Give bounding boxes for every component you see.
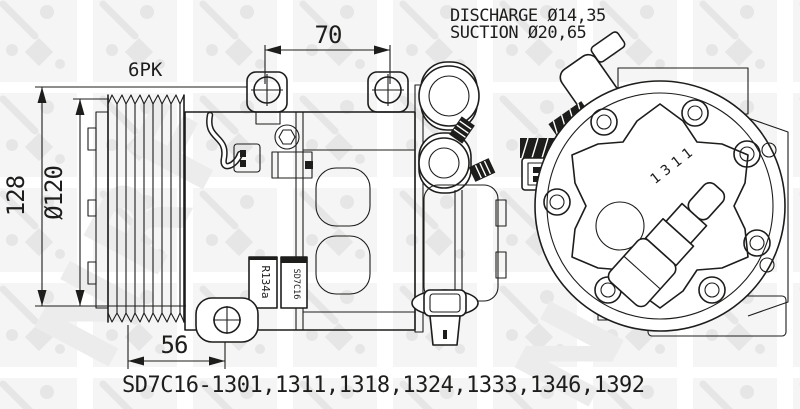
side-view: R134a SD7C16 [87,61,507,346]
bolt [543,188,571,216]
refrigerant-label-text: R134a [259,265,272,298]
clutch-wire [206,111,261,173]
mounting-ear-right [367,71,409,113]
dimension-pulley-diameter: Ø120 [40,98,109,306]
dimension-128: 128 [2,86,247,307]
dim-56-value: 56 [161,331,188,359]
oil-fitting [607,182,726,308]
port-plate [414,84,424,333]
bolt [733,140,761,168]
dim-70-value: 70 [315,21,342,49]
threaded-stud-top [449,116,475,144]
model-label: SD7C16 [280,256,308,309]
refrigerant-label: R134a [248,256,278,309]
threaded-stud-side [468,158,496,182]
dimension-70: 70 [264,21,391,84]
mounting-ear-bottom [195,297,259,343]
bolt [743,229,771,257]
belt-type-label: 6PK [128,59,163,81]
bolt-ring [543,99,771,304]
bolt [681,99,709,127]
bottom-connector [411,289,479,346]
rear-housing [534,80,786,332]
dim-diameter-value: Ø120 [40,166,68,220]
suction-spec: SUCTION Ø20,65 [450,23,586,43]
suction-port [418,132,472,194]
dim-128-value: 128 [2,176,30,216]
discharge-spec: DISCHARGE Ø14,35 [450,6,606,26]
model-label-text: SD7C16 [291,269,301,300]
bolt [590,108,618,136]
mounting-ear-left [246,71,288,125]
part-number-footer: SD7C16-1301,1311,1318,1324,1333,1346,139… [122,373,645,398]
discharge-port [418,61,480,131]
dimension-56: 56 [127,325,226,369]
bolt [698,276,726,304]
pulley [87,94,185,323]
end-view: 1311 [520,31,789,337]
